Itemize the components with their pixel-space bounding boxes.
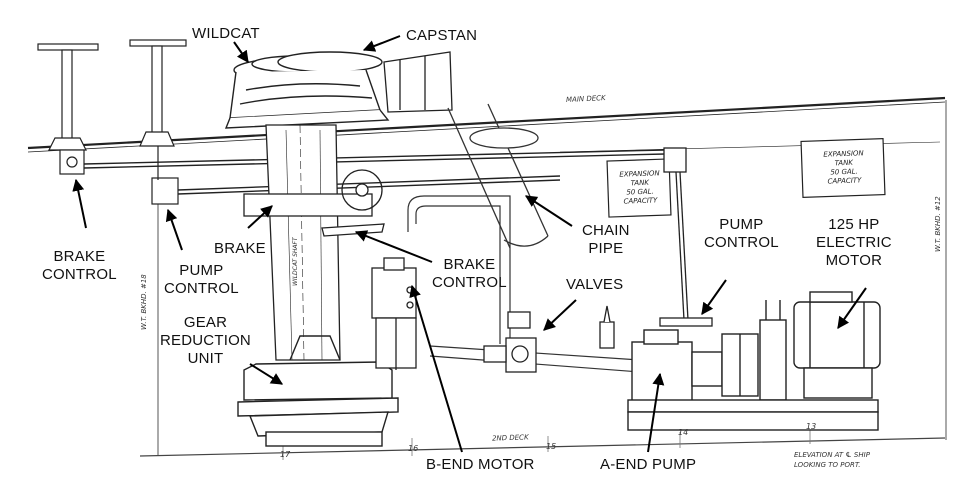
pump-control-right-callout: PUMP CONTROL — [704, 216, 779, 251]
wildcat-capstan-head — [224, 51, 390, 129]
brake-callout: BRAKE — [214, 240, 266, 257]
wildcat-shaft — [265, 124, 341, 361]
second-deck-label: 2ND DECK — [491, 433, 529, 443]
chain-chute — [383, 51, 453, 113]
brake-band — [243, 169, 385, 237]
brake-control-mid-callout: BRAKE CONTROL — [432, 256, 507, 291]
valves-callout: VALVES — [566, 276, 624, 293]
brake-control-stand — [37, 43, 99, 175]
frame-13-label: 13 — [806, 422, 817, 431]
electric-motor — [793, 291, 881, 399]
gear-reduction-unit — [237, 335, 399, 447]
second-deck — [139, 437, 946, 457]
frame-15-label: 15 — [546, 442, 557, 451]
a-end-pump-callout: A-END PUMP — [600, 456, 697, 473]
frame-14-label: 14 — [678, 428, 689, 437]
wildcat-shaft-label: WILDCAT SHAFT — [292, 237, 299, 286]
a-end-pump — [631, 300, 787, 403]
brake-control-left-callout: BRAKE CONTROL — [42, 248, 117, 283]
main-deck — [27, 96, 946, 153]
chain-pipe-callout: CHAIN PIPE — [582, 222, 630, 257]
electric-motor-callout: 125 HP ELECTRIC MOTOR — [816, 216, 892, 269]
wildcat-callout: WILDCAT — [192, 25, 260, 42]
capstan-callout: CAPSTAN — [406, 27, 478, 44]
bulkhead-left-label: W.T. BKHD. #18 — [140, 274, 148, 330]
bulkheads — [157, 100, 947, 455]
frame-16-label: 16 — [408, 444, 419, 453]
valves — [483, 305, 615, 373]
bedplate — [627, 399, 879, 431]
pump-control-left-callout: PUMP CONTROL — [164, 262, 239, 297]
pump-control-stand — [129, 39, 187, 205]
expansion-tanks — [606, 137, 886, 218]
expansion-tank-right-label: EXPANSION TANK 50 GAL. CAPACITY — [823, 149, 864, 186]
frame-17-label: 17 — [280, 450, 291, 459]
expansion-tank-left-label: EXPANSION TANK 50 GAL. CAPACITY — [619, 169, 660, 206]
b-end-motor — [371, 257, 417, 370]
callout-arrows — [72, 35, 867, 453]
b-end-motor-callout: B-END MOTOR — [426, 456, 535, 473]
chain-pipe — [447, 103, 549, 249]
elevation-note: ELEVATION AT ℄ SHIP LOOKING TO PORT. — [794, 451, 870, 469]
bulkhead-right-label: W.T. BKHD. #12 — [934, 196, 942, 252]
pump-control-rod — [659, 147, 713, 327]
control-shafting — [83, 141, 941, 195]
gear-reduction-callout: GEAR REDUCTION UNIT — [160, 314, 251, 367]
